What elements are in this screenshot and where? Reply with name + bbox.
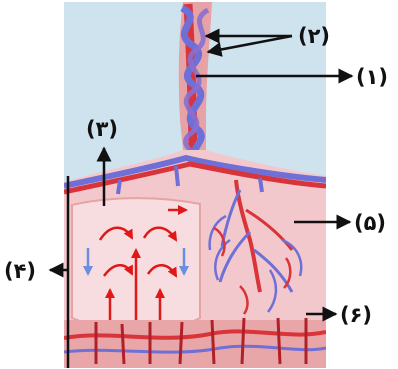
label-5: (۵) xyxy=(354,211,386,235)
label-6: (۶) xyxy=(340,303,372,327)
label-3: (۳) xyxy=(86,117,118,141)
label-1: (۱) xyxy=(356,65,388,89)
label-4: (۴) xyxy=(4,259,36,283)
uterine-wall xyxy=(64,318,326,368)
label-2: (۲) xyxy=(298,24,330,48)
